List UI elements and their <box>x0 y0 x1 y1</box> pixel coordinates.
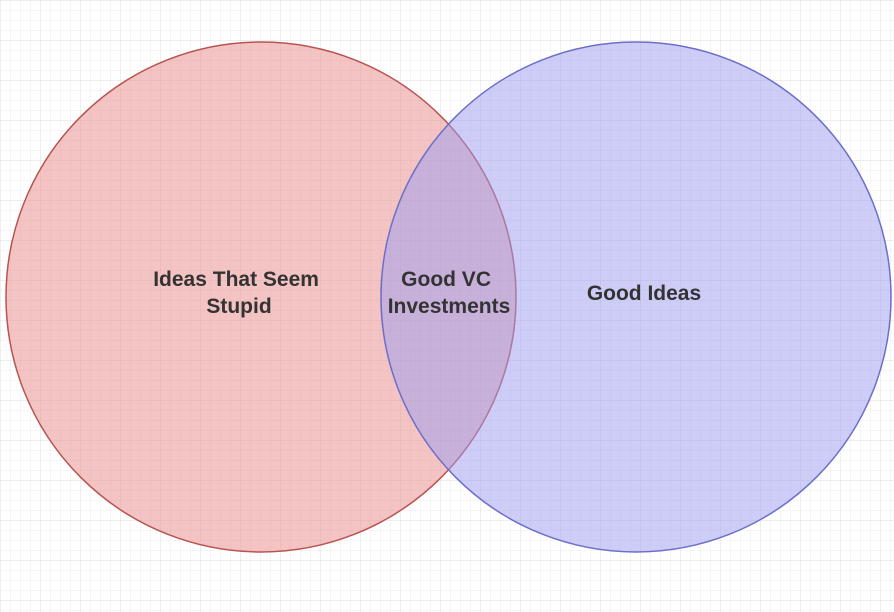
label-intersection-line-2: Investments <box>388 295 511 318</box>
label-right-line-1: Good Ideas <box>587 282 701 305</box>
label-good-ideas: Good Ideas <box>587 282 701 305</box>
label-good-vc-investments: Good VC Investments <box>388 268 511 318</box>
label-ideas-that-seem-stupid: Ideas That Seem Stupid <box>153 268 325 318</box>
venn-set-good-ideas <box>380 41 892 553</box>
label-intersection-line-1: Good VC <box>401 268 491 291</box>
label-left-line-2: Stupid <box>206 295 271 318</box>
label-left-line-1: Ideas That Seem <box>153 268 319 291</box>
